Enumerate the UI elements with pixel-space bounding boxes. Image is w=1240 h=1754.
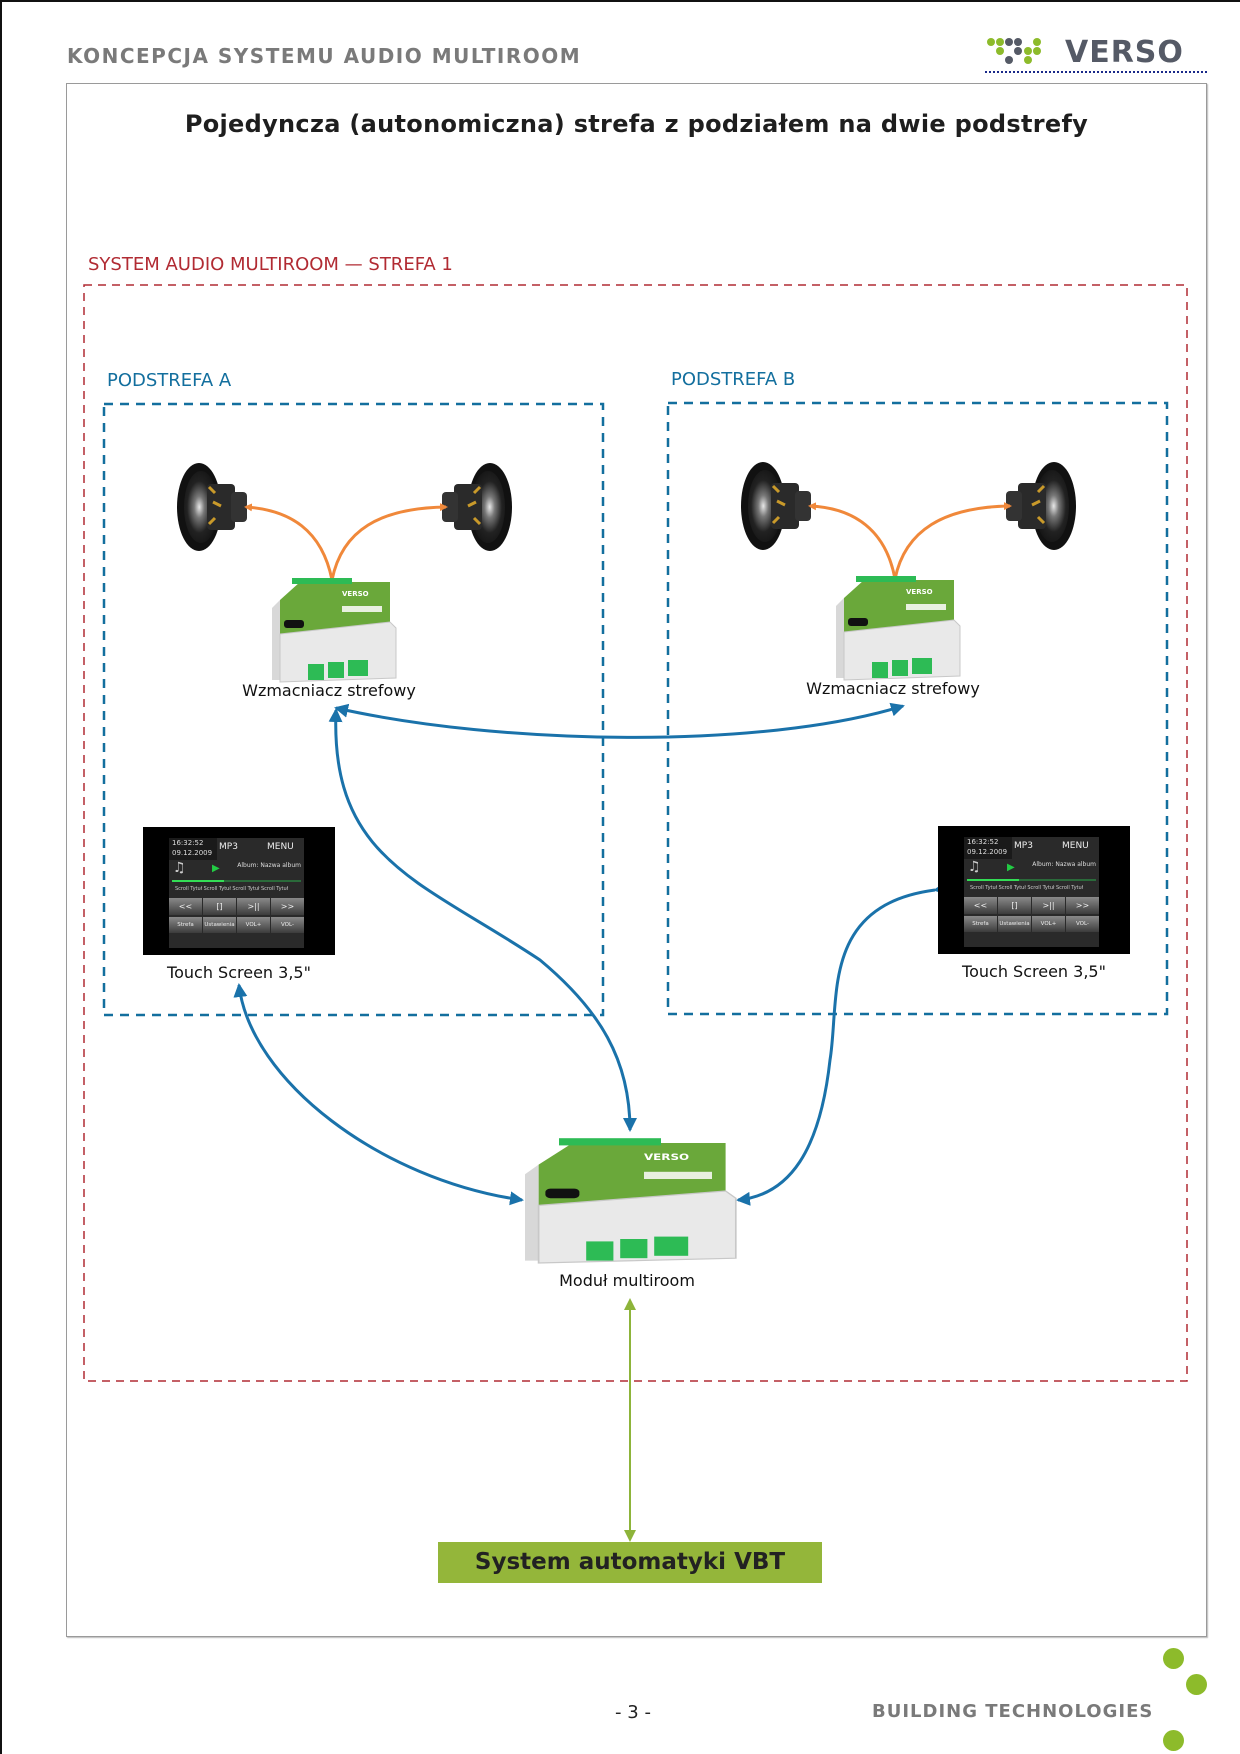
ts-b-play-pause-button: >|| — [1032, 897, 1065, 914]
ts-a-album: Album: Nazwa album — [237, 862, 301, 869]
footer-tagline: BUILDING TECHNOLOGIES — [872, 1701, 1154, 1722]
subzone-a-label: PODSTREFA A — [107, 370, 232, 391]
ts-b-source: MP3 — [1014, 841, 1033, 851]
ts-a-stop-button: [] — [203, 898, 236, 915]
ts-a-volup-button: VOL+ — [237, 917, 270, 933]
subzone-b-boundary — [666, 401, 1169, 1016]
ts-b-forward-button: >> — [1066, 897, 1099, 914]
amplifier-a-device-icon — [271, 577, 397, 683]
ts-b-album: Album: Nazwa album — [1032, 861, 1096, 868]
ts-b-play-icon: ▶ — [1007, 862, 1015, 873]
ts-a-music-icon: ♫ — [173, 860, 186, 876]
speaker-link-a-left — [244, 503, 334, 581]
ts-b-voldown-button: VOL- — [1066, 916, 1099, 932]
ts-a-rewind-button: << — [169, 898, 202, 915]
multiroom-module-label: Moduł multiroom — [559, 1271, 695, 1290]
ts-b-date: 09.12.2009 — [967, 848, 1008, 856]
ts-a-time: 16:32:52 — [172, 839, 204, 847]
speaker-a-right-icon — [440, 461, 514, 553]
ts-b-progress — [967, 879, 1096, 881]
amplifier-a-module-link — [328, 708, 637, 1132]
ts-b-time: 16:32:52 — [967, 838, 999, 846]
ts-b-volup-button: VOL+ — [1032, 916, 1065, 932]
ts-b-music-icon: ♫ — [968, 859, 981, 875]
automation-system-box: System automatyki VBT — [438, 1542, 822, 1583]
ts-a-scroll: Scroll Tytuł Scroll Tytuł Scroll Tytuł S… — [175, 886, 289, 892]
ts-a-forward-button: >> — [271, 898, 304, 915]
ts-a-voldown-button: VOL- — [271, 917, 304, 933]
touchscreen-b-label: Touch Screen 3,5" — [962, 962, 1106, 981]
ts-a-date: 09.12.2009 — [172, 849, 213, 857]
logo-underline — [985, 71, 1207, 73]
ts-a-source: MP3 — [219, 842, 238, 852]
document-header-title: KONCEPCJA SYSTEMU AUDIO MULTIROOM — [67, 44, 582, 68]
ts-b-stop-button: [] — [998, 897, 1031, 914]
logo-text: VERSO — [1065, 36, 1184, 70]
ts-a-menu: MENU — [267, 842, 294, 852]
zone-label: SYSTEM AUDIO MULTIROOM — STREFA 1 — [88, 254, 453, 275]
multiroom-module-device-icon — [524, 1137, 737, 1264]
speaker-link-b-left — [808, 502, 897, 580]
speaker-a-left-icon — [175, 461, 249, 553]
touchscreen-a-label: Touch Screen 3,5" — [167, 963, 311, 982]
footer-dot-icon — [1163, 1730, 1184, 1751]
footer-dot-icon — [1186, 1674, 1207, 1695]
page-number: - 3 - — [615, 1702, 651, 1723]
diagram-title: Pojedyncza (autonomiczna) strefa z podzi… — [184, 110, 1089, 138]
ts-a-progress — [172, 880, 301, 882]
speaker-link-b-right — [893, 502, 1012, 580]
diagram-frame — [66, 83, 1207, 1637]
touchscreen-a-device: 16:32:52 09.12.2009 MP3 MENU ♫ ▶ Album: … — [143, 827, 335, 955]
amplifier-b-device-icon — [835, 575, 961, 681]
amplifier-b-label: Wzmacniacz strefowy — [806, 679, 980, 698]
subzone-b-label: PODSTREFA B — [671, 369, 796, 390]
touchscreen-a-module-link — [233, 983, 524, 1206]
speaker-link-a-right — [330, 503, 448, 581]
footer-dot-icon — [1163, 1648, 1184, 1669]
ts-b-rewind-button: << — [964, 897, 997, 914]
ts-a-zone-button: Strefa — [169, 917, 202, 933]
ts-a-play-icon: ▶ — [212, 863, 220, 874]
speaker-b-right-icon — [1004, 460, 1078, 552]
ts-a-play-pause-button: >|| — [237, 898, 270, 915]
ts-b-zone-button: Strefa — [964, 916, 997, 932]
ts-b-scroll: Scroll Tytuł Scroll Tytuł Scroll Tytuł S… — [970, 885, 1084, 891]
speaker-b-left-icon — [739, 460, 813, 552]
ts-b-menu: MENU — [1062, 841, 1089, 851]
ts-a-settings-button: Ustawienia — [203, 917, 236, 933]
ts-b-settings-button: Ustawienia — [998, 916, 1031, 932]
logo-dots-icon — [987, 38, 1041, 64]
touchscreen-b-module-link — [736, 881, 948, 1206]
amplifier-link — [334, 702, 905, 739]
touchscreen-b-device: 16:32:52 09.12.2009 MP3 MENU ♫ ▶ Album: … — [938, 826, 1130, 954]
verso-logo: VERSO — [987, 36, 1184, 70]
amplifier-a-label: Wzmacniacz strefowy — [242, 681, 416, 700]
